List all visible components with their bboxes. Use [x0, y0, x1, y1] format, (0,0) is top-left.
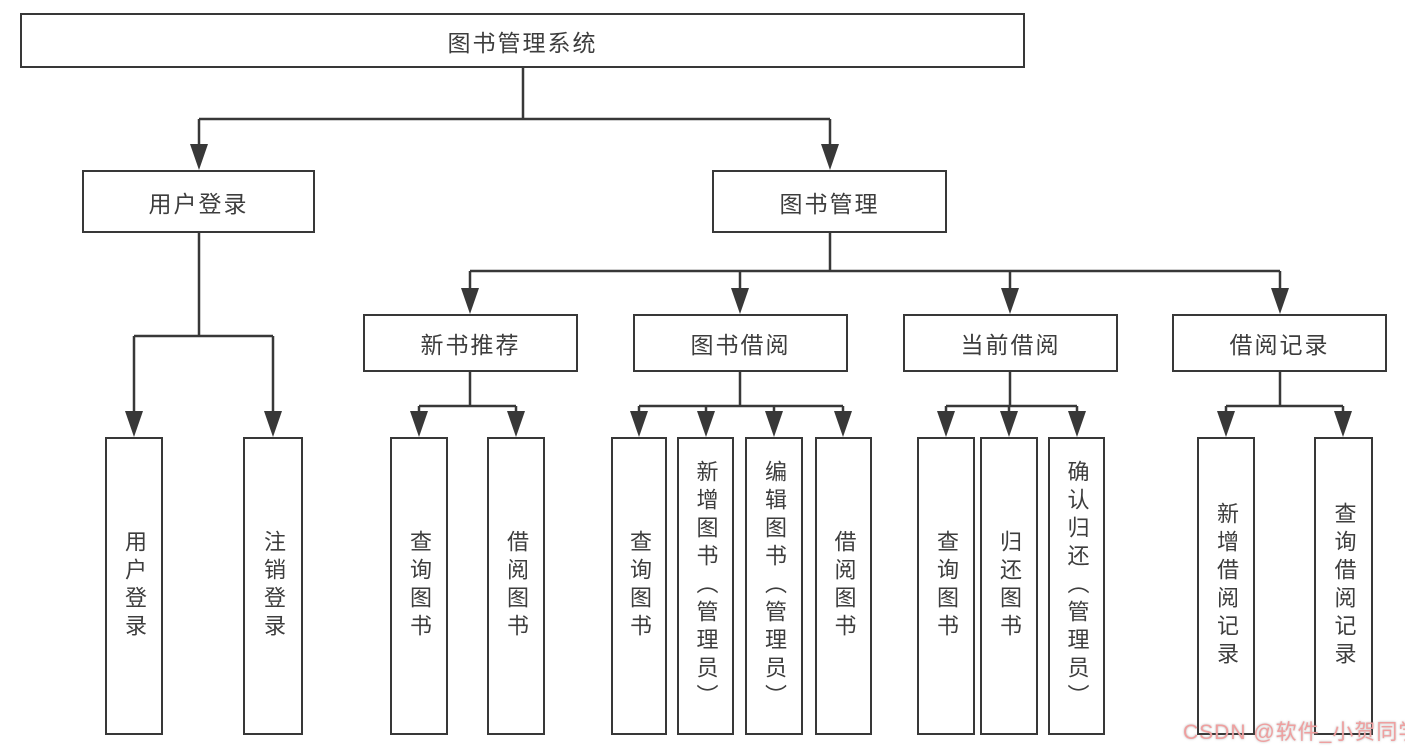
leaf-label: 查询图书: [407, 530, 432, 642]
node-library-management-system: 图书管理系统: [20, 13, 1025, 68]
leaf-label: 用户登录: [122, 530, 147, 642]
leaf-label: 新增图书（管理员）: [693, 460, 719, 712]
arrowhead-icon: [765, 411, 783, 437]
leaf-query-borrow-record: 查询借阅记录: [1314, 437, 1373, 735]
connector-current-borrow-children: [944, 372, 1079, 416]
leaf-query-books: 查询图书: [390, 437, 448, 735]
arrowhead-icon: [630, 411, 648, 437]
leaf-label: 新增借阅记录: [1214, 502, 1239, 670]
node-book-borrowing: 图书借阅: [633, 314, 848, 372]
leaf-label: 借阅图书: [504, 530, 529, 642]
leaf-confirm-return-admin: 确认归还（管理员）: [1048, 437, 1105, 735]
leaf-logout: 注销登录: [243, 437, 303, 735]
connector-book-borrow-children: [637, 372, 845, 416]
arrowhead-icon: [461, 288, 479, 314]
node-borrowing-records: 借阅记录: [1172, 314, 1387, 372]
arrowhead-icon: [410, 411, 428, 437]
leaf-label: 注销登录: [261, 530, 286, 642]
connector-user-login-children: [132, 233, 275, 417]
leaf-label: 编辑图书（管理员）: [762, 460, 787, 712]
arrowhead-icon: [1000, 411, 1018, 437]
connector-book-mgmt-to-level3: [468, 233, 1282, 294]
connector-borrow-record-children: [1224, 372, 1345, 416]
arrowhead-icon: [1334, 411, 1352, 437]
arrowhead-icon: [264, 411, 282, 437]
arrowhead-icon: [1068, 411, 1086, 437]
node-user-login: 用户登录: [82, 170, 315, 233]
arrowhead-icon: [1217, 411, 1235, 437]
arrowhead-icon: [125, 411, 143, 437]
arrowhead-icon: [190, 144, 208, 170]
arrowhead-icon: [937, 411, 955, 437]
leaf-add-books-admin: 新增图书（管理员）: [677, 437, 734, 735]
leaf-label: 查询图书: [627, 530, 652, 642]
leaf-label: 归还图书: [997, 530, 1022, 642]
csdn-watermark: CSDN @软件_小贺同学: [1183, 721, 1405, 744]
leaf-label: 借阅图书: [831, 530, 857, 642]
leaf-label: 查询借阅记录: [1331, 502, 1357, 670]
leaf-edit-books-admin: 编辑图书（管理员）: [745, 437, 803, 735]
arrowhead-icon: [821, 144, 839, 170]
connector-root-to-level2: [197, 68, 832, 150]
leaf-user-login: 用户登录: [105, 437, 163, 735]
leaf-label: 确认归还（管理员）: [1064, 460, 1090, 712]
arrowhead-icon: [507, 411, 525, 437]
arrowhead-icon: [1271, 288, 1289, 314]
leaf-add-borrow-record: 新增借阅记录: [1197, 437, 1255, 735]
leaf-query-books: 查询图书: [917, 437, 975, 735]
node-book-management: 图书管理: [712, 170, 947, 233]
arrowhead-icon: [834, 411, 852, 437]
leaf-borrow-books: 借阅图书: [815, 437, 872, 735]
connector-new-book-children: [417, 372, 518, 416]
arrowhead-icon: [731, 288, 749, 314]
leaf-label: 查询图书: [934, 530, 959, 642]
arrowhead-icon: [697, 411, 715, 437]
node-new-book-recommendation: 新书推荐: [363, 314, 578, 372]
leaf-borrow-books: 借阅图书: [487, 437, 545, 735]
node-current-borrowing: 当前借阅: [903, 314, 1118, 372]
leaf-query-books: 查询图书: [611, 437, 667, 735]
arrowhead-icon: [1001, 288, 1019, 314]
leaf-return-books: 归还图书: [980, 437, 1038, 735]
